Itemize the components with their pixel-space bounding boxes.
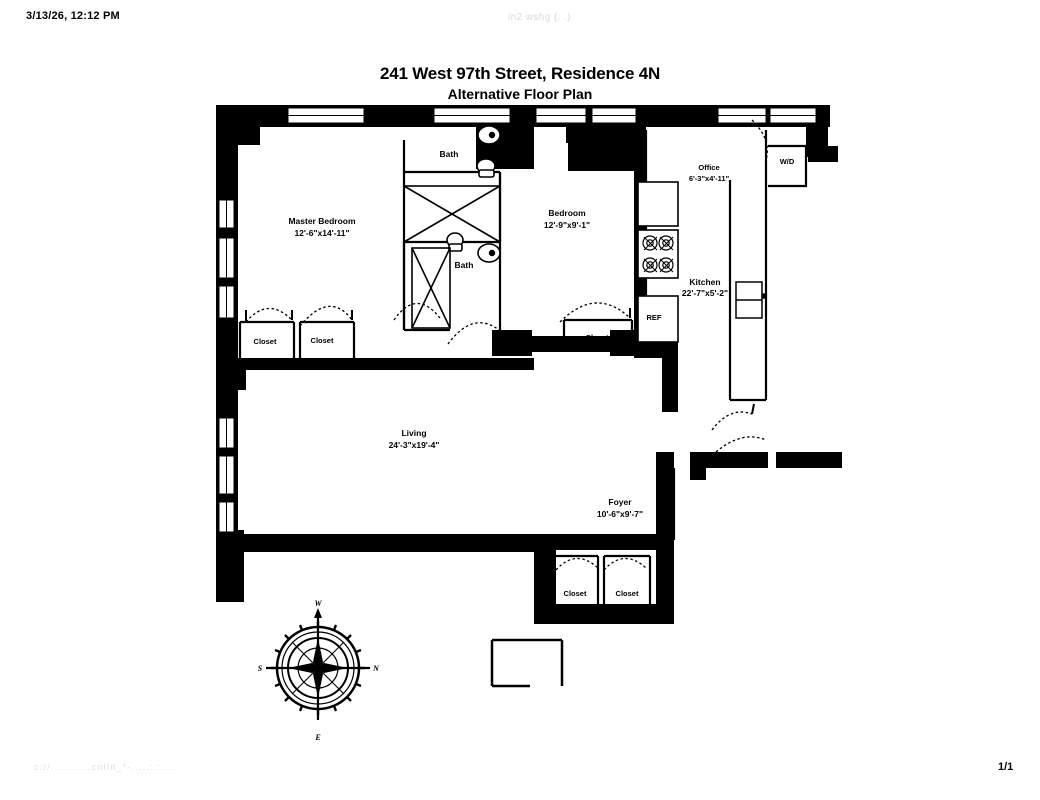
closet-outlines [238, 318, 652, 604]
closet-label-master-2: Closet [311, 336, 334, 345]
room-dims-office: 6'-3"x4'-11" [689, 174, 730, 183]
closet-label-foyer-1: Closet [564, 589, 587, 598]
room-label-bath-upper: Bath [440, 149, 459, 159]
refrigerator [637, 295, 679, 343]
windows-top-wall [287, 107, 817, 124]
compass-label-top: W [314, 599, 322, 608]
bath-upper-fixtures [476, 125, 501, 178]
compass-label-bottom: E [314, 733, 320, 742]
scale-key-box [490, 638, 564, 688]
room-label-bedroom: Bedroom [548, 208, 586, 218]
wall-structure [216, 105, 842, 624]
room-dims-foyer: 10'-6"x9'-7" [597, 509, 643, 519]
door-leaves [245, 148, 767, 415]
room-dims-bedroom: 12'-9"x9'-1" [544, 220, 590, 230]
room-dims-kitchen: 22'-7"x5'-2" [682, 288, 728, 298]
print-timestamp: 3/13/26, 12:12 PM [26, 10, 120, 22]
shower-lower [411, 247, 451, 329]
browser-header-faded-text: in2 wshg (. .) [508, 12, 571, 23]
room-dims-living: 24'-3"x19'-4" [389, 440, 440, 450]
room-labels: Master Bedroom 12'-6"x14'-11" Bedroom 12… [254, 149, 795, 598]
bath-lower-fixtures [446, 232, 501, 263]
door-swings [245, 119, 769, 571]
kitchen-sink [735, 281, 767, 319]
compass-label-left: S [258, 664, 263, 673]
page-number: 1/1 [998, 761, 1014, 773]
closet-label-bedroom: Closet [586, 333, 609, 342]
windows-left-wall [218, 199, 235, 533]
kitchen-cabinet [637, 181, 679, 227]
appliance-label-refrigerator: REF [647, 313, 662, 322]
closet-label-master-1: Closet [254, 337, 277, 346]
page-subtitle: Alternative Floor Plan [447, 86, 593, 102]
room-label-office: Office [698, 163, 719, 172]
appliance-label-washer-dryer: W/D [780, 157, 795, 166]
compass-rose: W S N E [258, 599, 380, 742]
page-title: 241 West 97th Street, Residence 4N [379, 64, 661, 83]
room-label-bath-lower: Bath [455, 260, 474, 270]
closet-label-foyer-2: Closet [616, 589, 639, 598]
room-label-foyer: Foyer [608, 497, 632, 507]
room-label-kitchen: Kitchen [689, 277, 720, 287]
room-label-master-bedroom: Master Bedroom [288, 216, 356, 226]
compass-label-right: N [372, 664, 380, 673]
room-dims-master-bedroom: 12'-6"x14'-11" [294, 228, 349, 238]
footer-url: c://...........cntln_*-.....:.:.... [34, 762, 177, 772]
stove-burners [637, 229, 679, 279]
room-label-living: Living [401, 428, 426, 438]
